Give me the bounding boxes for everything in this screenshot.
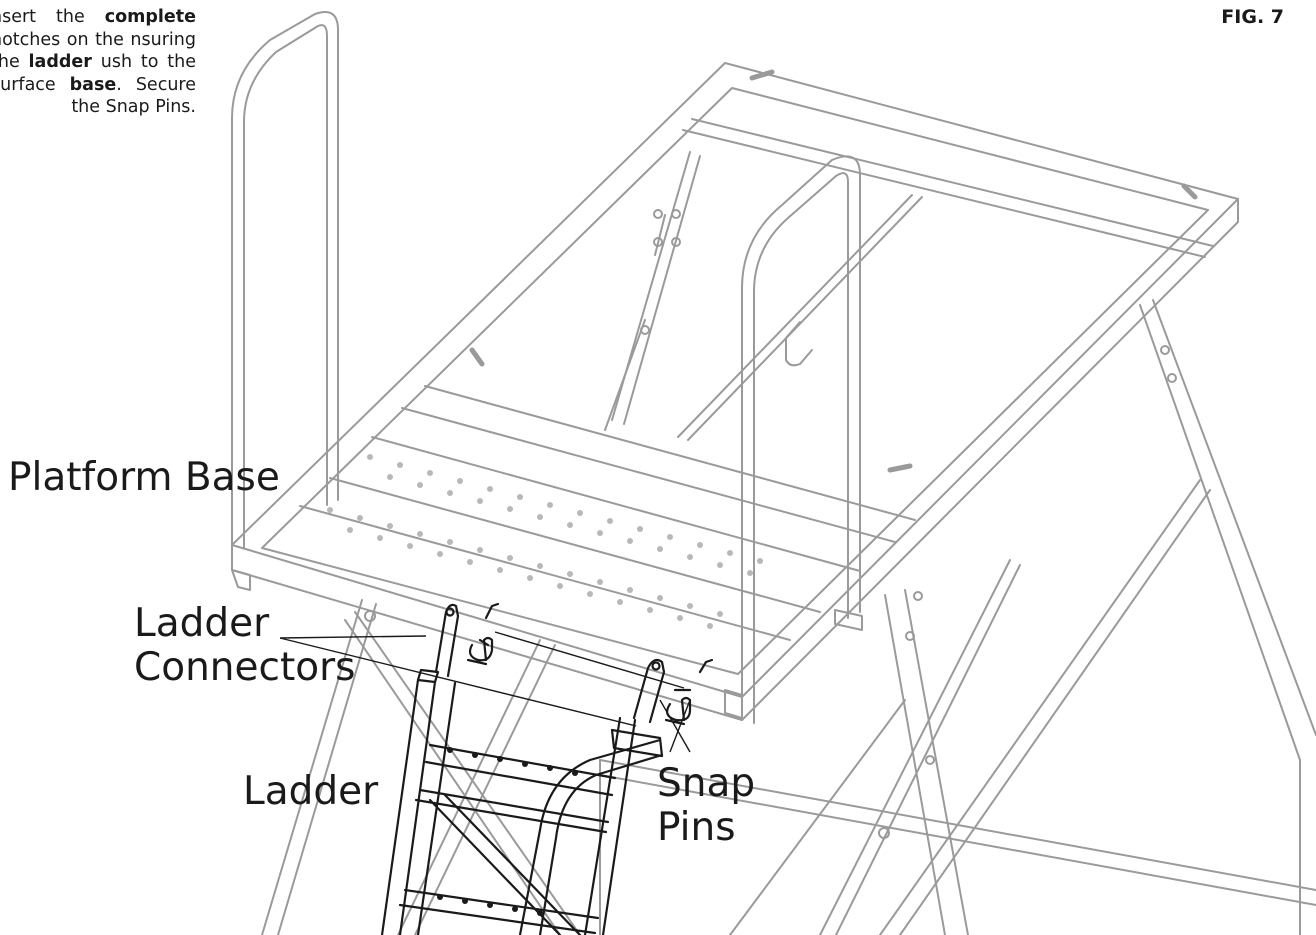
front-leg — [884, 594, 946, 935]
instruction-bold: base — [69, 74, 117, 95]
deck-rail — [329, 477, 821, 613]
leader-lines — [279, 631, 691, 753]
instruction-bold: complete — [104, 7, 196, 27]
deck-rail — [401, 407, 896, 543]
right-brace — [879, 479, 1201, 935]
left-brace — [344, 619, 561, 935]
instruction-segment: nsert the — [0, 7, 105, 27]
cross-beam — [691, 118, 1214, 247]
perforated-step — [327, 454, 763, 629]
ladder — [380, 602, 714, 935]
ladder-connector-right — [632, 658, 666, 724]
cross-beam — [682, 129, 1206, 258]
instruction-bold: ladder — [28, 52, 92, 72]
floor-rail — [599, 759, 1316, 891]
instruction-segment: . Secure the Snap Pins. — [71, 74, 196, 118]
right-handrail — [741, 155, 861, 721]
instruction-segment: ush to the surface — [0, 52, 196, 95]
center-beam — [677, 194, 913, 438]
leader-line — [669, 699, 691, 753]
ladder-stile-right — [583, 716, 622, 935]
callout-snap-pins: Snap Pins — [657, 762, 755, 850]
leader-line — [279, 635, 427, 639]
deck-rail — [299, 505, 791, 641]
instruction-segment: notches on the nsuring the — [0, 29, 196, 73]
deck-rail — [424, 385, 916, 521]
left-handrail — [231, 11, 339, 546]
platform-structure — [231, 11, 1316, 935]
deck-rail — [371, 436, 861, 572]
ladder-rung — [428, 743, 617, 780]
right-leg — [1139, 304, 1301, 935]
leader-line — [279, 637, 637, 727]
ladder-connector-left — [434, 603, 460, 678]
ladder-rung — [403, 888, 600, 920]
leader-line — [659, 699, 691, 753]
center-beam — [687, 196, 923, 441]
callout-ladder: Ladder — [243, 769, 379, 814]
snap-pin — [466, 636, 494, 666]
ladder-stile-left — [380, 678, 420, 935]
left-leg — [261, 599, 363, 935]
platform-deck-inner — [261, 87, 1209, 675]
ladder-handrail — [518, 738, 662, 935]
instruction-text: nsert the complete notches on the nsurin… — [0, 6, 196, 119]
front-brace — [729, 699, 906, 935]
leader-line — [494, 631, 685, 689]
figure-label: FIG. 7 — [1221, 6, 1284, 28]
callout-line: Ladder — [134, 601, 270, 646]
callout-line: Pins — [657, 805, 736, 850]
rear-support — [654, 214, 666, 256]
callout-ladder-connectors: Ladder Connectors — [134, 602, 355, 690]
platform-deck-outer — [231, 62, 1239, 698]
callout-platform-base: Platform Base — [8, 455, 280, 500]
callout-line: Snap — [657, 761, 756, 806]
platform-deck-right-edge — [741, 198, 1239, 721]
callout-line: Connectors — [134, 645, 356, 690]
